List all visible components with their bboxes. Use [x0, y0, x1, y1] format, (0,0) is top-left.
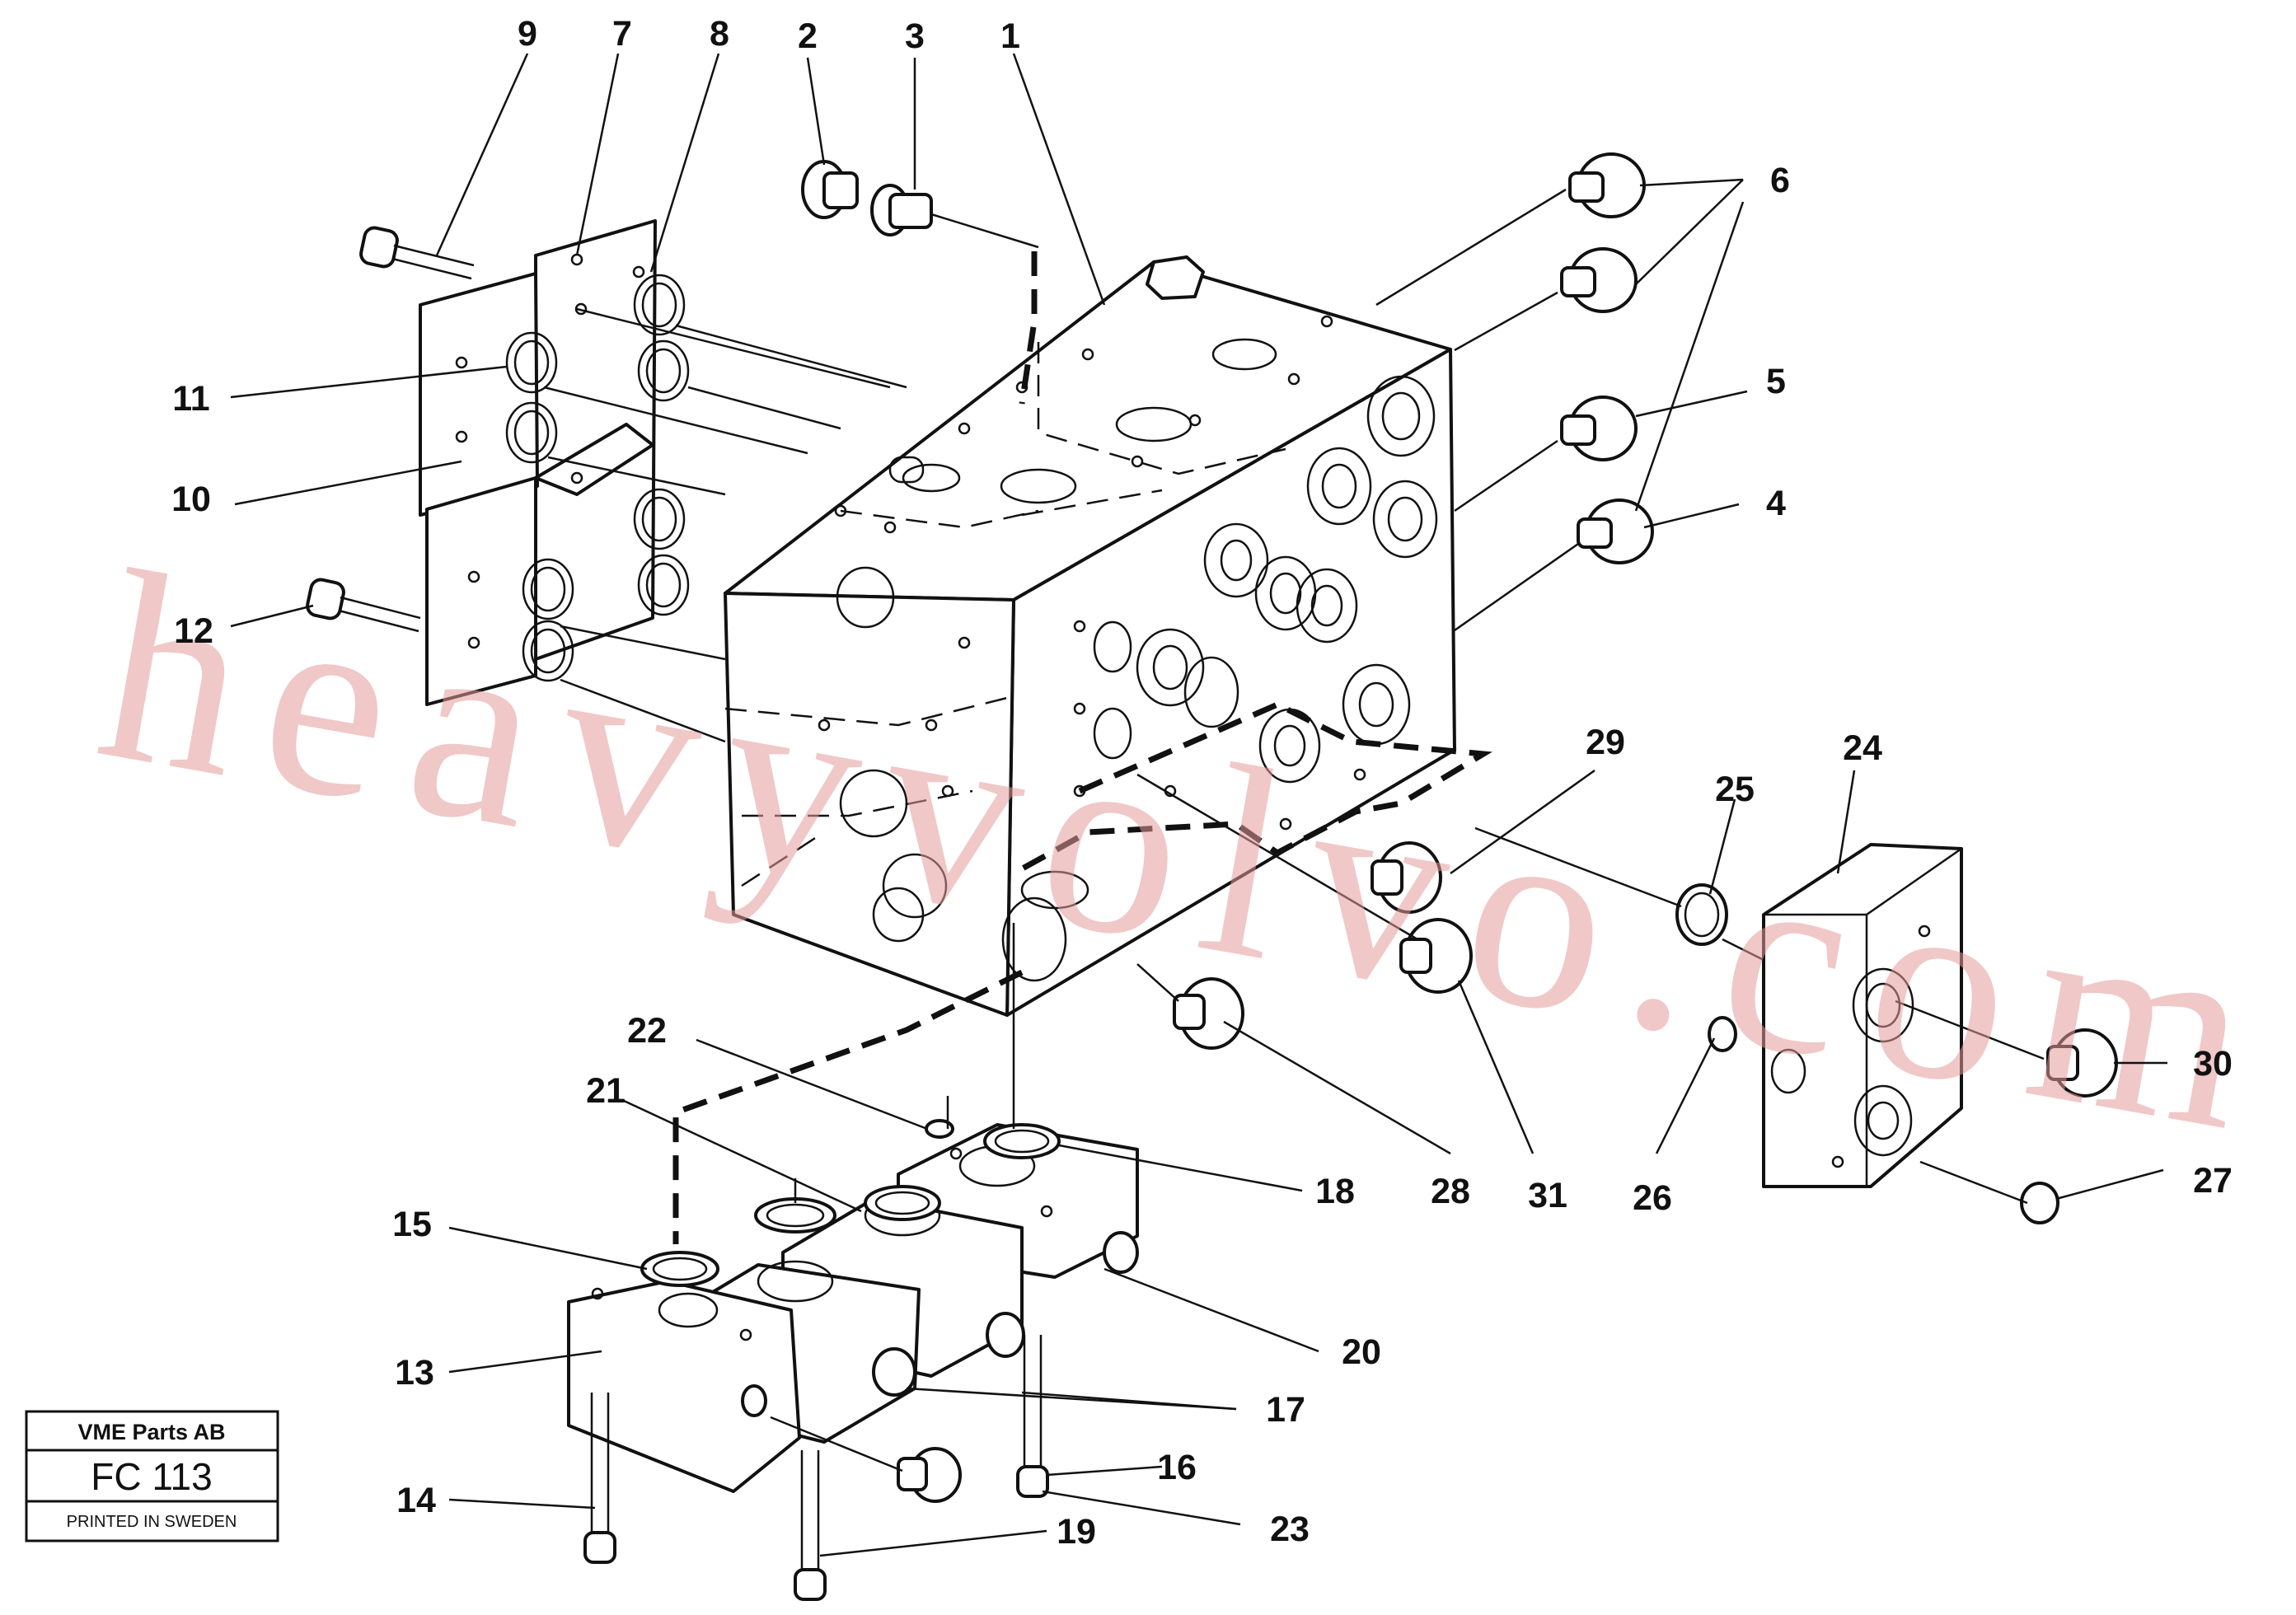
- leader-lines: [230, 53, 2167, 1557]
- plugs-mid: [1136, 773, 1473, 1050]
- end-plate-right: [1474, 826, 2118, 1224]
- valve-block-front-face: [724, 592, 1015, 1017]
- callout-30: 30: [2193, 1044, 2233, 1084]
- callout-16: 16: [1157, 1448, 1197, 1487]
- cover-outline-lower: [672, 969, 1024, 1244]
- o-rings-left: [505, 274, 690, 682]
- tie-rods-left: [543, 307, 907, 743]
- callout-8: 8: [710, 14, 729, 54]
- callout-numbers: 1 2 3 4 5 6 7 8 9 10 11 12 13 14 15 16 1…: [171, 14, 2233, 1552]
- callout-23: 23: [1270, 1510, 1310, 1549]
- callout-22: 22: [627, 1011, 667, 1051]
- valve-block-ports: [1073, 375, 1438, 831]
- callout-1: 1: [1000, 16, 1020, 56]
- valve-block-top-features: [888, 255, 1333, 504]
- callout-26: 26: [1633, 1178, 1672, 1218]
- callout-29: 29: [1586, 723, 1625, 762]
- valve-block-hidden-lines: [724, 342, 1286, 887]
- callout-3: 3: [905, 16, 925, 56]
- callout-28: 28: [1431, 1172, 1470, 1211]
- callout-13: 13: [395, 1353, 434, 1393]
- callout-18: 18: [1315, 1172, 1355, 1211]
- title-box: VME Parts AB FC 113 PRINTED IN SWEDEN: [25, 1410, 279, 1542]
- end-plates-left: [419, 219, 657, 706]
- callout-12: 12: [174, 611, 213, 651]
- plug-connection-line: [1019, 251, 1038, 405]
- end-plate-upper: [419, 272, 539, 517]
- callout-17: 17: [1266, 1390, 1305, 1430]
- valve-block: [724, 255, 1456, 1017]
- callout-27: 27: [2193, 1161, 2233, 1201]
- cover-outline-right: [1012, 701, 1492, 877]
- callout-31: 31: [1528, 1176, 1567, 1215]
- figure-code: FC 113: [91, 1455, 212, 1498]
- callout-15: 15: [392, 1205, 432, 1244]
- screws-left: [306, 226, 475, 633]
- company-name: VME Parts AB: [77, 1420, 225, 1444]
- callout-9: 9: [518, 14, 537, 54]
- callout-21: 21: [586, 1071, 626, 1111]
- plugs-right: [1375, 152, 1654, 632]
- callout-5: 5: [1766, 362, 1786, 401]
- printed-in: PRINTED IN SWEDEN: [67, 1513, 237, 1531]
- plugs-top: [801, 160, 1039, 249]
- end-plate-step: [534, 423, 654, 496]
- lower-valve-sections: [567, 1123, 1139, 1493]
- callout-2: 2: [798, 16, 818, 56]
- callout-6: 6: [1770, 161, 1790, 200]
- callout-25: 25: [1715, 770, 1755, 809]
- callout-24: 24: [1843, 728, 1882, 768]
- callout-10: 10: [171, 480, 211, 519]
- top-plug: [1146, 255, 1205, 300]
- callout-19: 19: [1057, 1512, 1096, 1552]
- callout-11: 11: [172, 379, 209, 419]
- callout-7: 7: [612, 14, 632, 54]
- callout-4: 4: [1766, 484, 1786, 523]
- callout-14: 14: [396, 1481, 436, 1520]
- callout-20: 20: [1342, 1332, 1381, 1372]
- screws-bottom: [583, 1335, 1049, 1601]
- section-front: [567, 1280, 801, 1493]
- o-rings-lower: [640, 923, 1061, 1287]
